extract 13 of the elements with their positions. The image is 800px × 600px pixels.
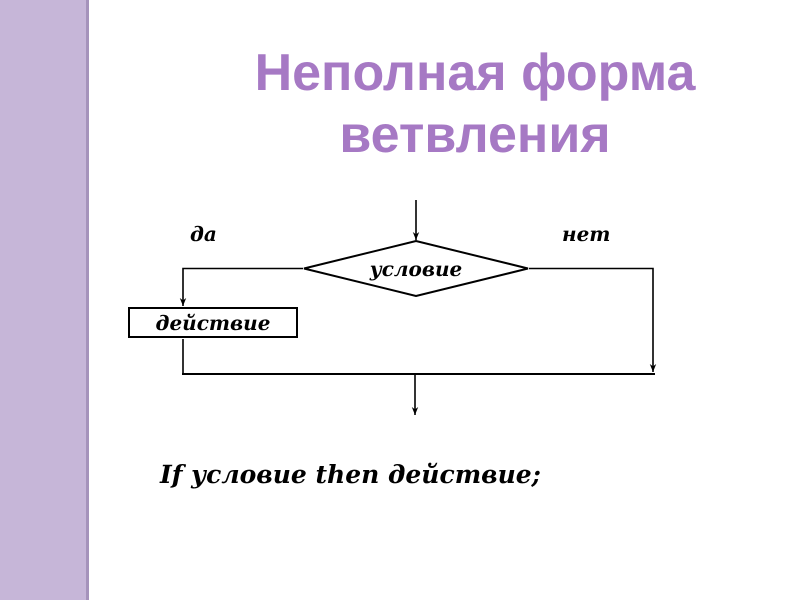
connector-line (182, 339, 184, 373)
arrow (412, 375, 418, 415)
code-line: If условие then действие; (160, 462, 542, 487)
arrow (180, 268, 303, 306)
merge-line (182, 373, 655, 375)
process-box (128, 307, 298, 338)
title: Неполная форма ветвления (254, 43, 697, 166)
edge-label: да (190, 224, 217, 244)
decision-diamond (303, 240, 529, 297)
node-text: действие (156, 312, 270, 332)
arrow (529, 268, 656, 372)
node-text: условие (370, 258, 462, 278)
arrow (412, 200, 420, 240)
